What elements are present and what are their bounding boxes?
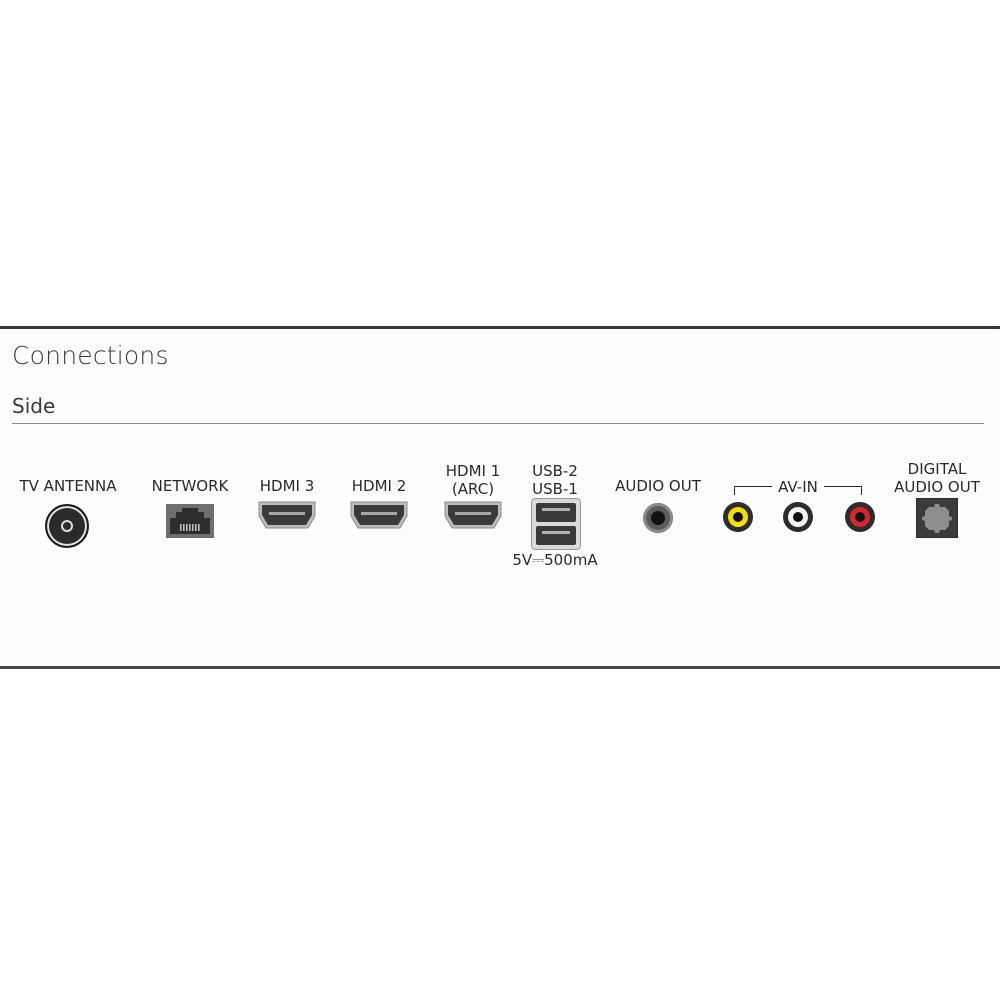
port-label-digital-audio-out: DIGITAL AUDIO OUT: [894, 460, 980, 496]
hdmi-icon: [444, 501, 502, 533]
hdmi-icon: [350, 501, 408, 533]
rca-yellow-icon: [723, 502, 753, 532]
port-label-av-in: AV-IN: [778, 478, 818, 496]
rca-hole: [793, 512, 803, 522]
port-label-usb1: USB-1: [532, 480, 578, 498]
port-label-hdmi1: HDMI 1 (ARC): [446, 462, 501, 498]
port-label-usb2: USB-2: [532, 462, 578, 480]
headphone-jack-icon: [643, 503, 673, 533]
port-label-usb: USB-2 USB-1: [532, 462, 578, 498]
port-label-audio-out: AUDIO OUT: [615, 477, 701, 495]
port-label-hdmi2: HDMI 2: [351, 477, 407, 495]
ethernet-rj45-icon: [166, 504, 214, 538]
av-in-bracket-left-tick: [734, 486, 735, 495]
hdmi-icon: [258, 501, 316, 533]
usb-port-1: [536, 526, 576, 545]
usb-power-rating: 5V⎓500mA: [512, 551, 598, 569]
port-label-hdmi1-line2: (ARC): [451, 480, 495, 498]
port-label-network: NETWORK: [151, 477, 229, 495]
port-label-hdmi1-line1: HDMI 1: [445, 462, 501, 480]
rca-hole: [855, 512, 865, 522]
av-in-bracket-right: [824, 486, 862, 487]
port-label-hdmi3: HDMI 3: [259, 477, 315, 495]
rca-red-icon: [845, 502, 875, 532]
page-title: Connections: [12, 341, 169, 370]
section-divider: [12, 423, 984, 424]
port-label-tv-antenna: TV ANTENNA: [19, 477, 117, 495]
rca-hole: [733, 512, 743, 522]
optical-toslink-icon: [915, 497, 959, 542]
av-in-bracket-right-tick: [861, 486, 862, 495]
coax-icon: [45, 504, 89, 548]
rca-white-icon: [783, 502, 813, 532]
connections-panel: Connections Side TV ANTENNA NETWORK HDMI…: [0, 326, 1000, 669]
av-in-bracket-left: [734, 486, 772, 487]
usb-a-dual-icon: [531, 498, 581, 550]
port-label-digital: DIGITAL: [907, 460, 967, 478]
usb-port-2: [536, 503, 576, 522]
port-label-audio-out-2: AUDIO OUT: [894, 478, 980, 496]
section-heading-side: Side: [12, 394, 56, 418]
